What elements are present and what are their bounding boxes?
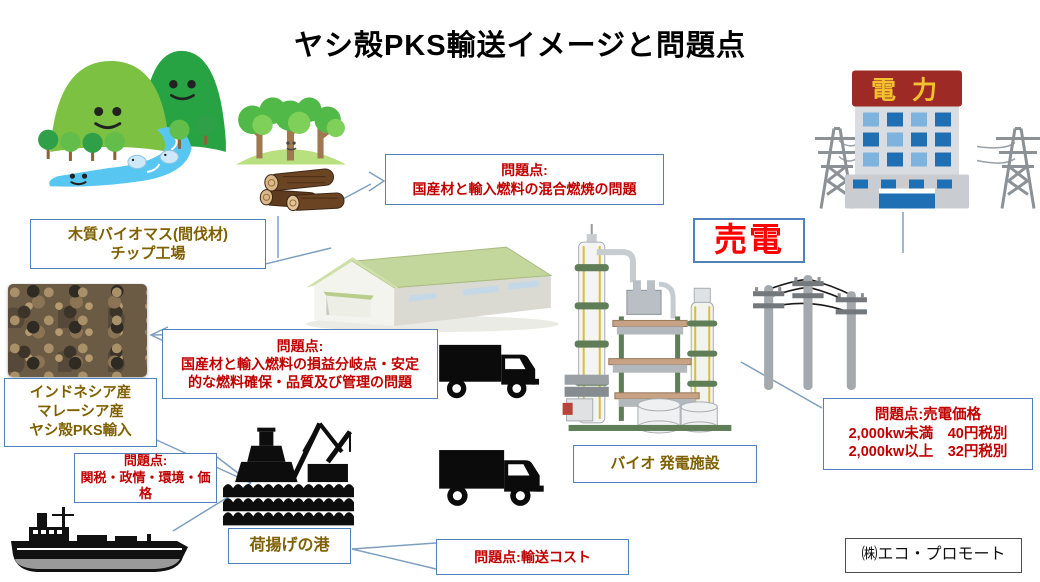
problem-line: 問題点:輸送コスト	[474, 548, 591, 565]
warehouse-icon	[306, 246, 559, 333]
label-bio-plant: バイオ 発電施設	[573, 445, 757, 483]
cargo-ship-icon	[11, 507, 188, 572]
ship-illustration	[6, 501, 193, 579]
truck-icon	[437, 446, 554, 513]
problem-box-transport-cost: 問題点:輸送コスト	[436, 539, 629, 575]
problem-line: 問題点:	[276, 337, 324, 354]
problem-line: 問題点:	[123, 452, 168, 468]
truck-1-illustration	[437, 341, 549, 405]
truck-icon	[437, 341, 549, 405]
page-title: ヤシ殻PKS輸送イメージと問題点	[293, 30, 747, 62]
problem-box-customs: 問題点: 関税・政情・環境・価格	[74, 453, 217, 503]
label-line: チップ工場	[110, 245, 186, 262]
label-line: ヤシ殻PKS輸入	[29, 422, 132, 439]
problem-box-mixed-combustion: 問題点: 国産材と輸入燃料の混合燃焼の問題	[385, 154, 664, 205]
mountains-river-illustration	[28, 28, 240, 196]
label-line: マレーシア産	[37, 404, 124, 421]
port-illustration	[223, 417, 354, 527]
bio-power-plant-illustration	[562, 224, 739, 440]
logs-icon	[259, 168, 345, 212]
utility-pole-icon	[753, 275, 867, 390]
problem-line: 的な燃料確保・品質及び管理の問題	[188, 374, 412, 391]
label-port: 荷揚げの港	[228, 528, 351, 564]
power-plant-icon	[562, 224, 732, 434]
port-crane-icon	[223, 422, 354, 526]
problem-line: 国産材と輸入燃料の損益分岐点・安定	[181, 355, 419, 372]
problem-line: 問題点:	[501, 162, 548, 179]
power-sign-text: 電力	[871, 77, 953, 105]
forest-illustration	[232, 97, 349, 169]
problem-line: 問題点:売電価格	[874, 406, 982, 423]
logs-illustration	[250, 166, 347, 220]
problem-box-sell-price: 問題点:売電価格 2,000kw未満 40円税別 2,000kw以上 32円税別	[823, 398, 1033, 470]
label-pks-import: インドネシア産 マレーシア産 ヤシ殻PKS輸入	[4, 378, 157, 447]
label-line: 売電	[714, 221, 784, 259]
label-line: 荷揚げの港	[249, 536, 330, 554]
truck-2-illustration	[437, 446, 554, 513]
problem-box-fuel-supply: 問題点: 国産材と輸入燃料の損益分岐点・安定 的な燃料確保・品質及び管理の問題	[162, 329, 438, 399]
pks-shells-photo	[8, 284, 147, 377]
power-company-building-icon: 電力	[815, 70, 1040, 210]
problem-line: 関税・政情・環境・価格	[80, 469, 211, 502]
problem-line: 2,000kw以上 32円税別	[848, 444, 1008, 461]
forest-icon	[236, 97, 346, 165]
label-line: インドネシア産	[29, 385, 132, 402]
company-name-box: ㈱エコ・プロモート	[845, 538, 1022, 573]
tree-icons	[38, 115, 216, 161]
label-line: 木質バイオマス(間伐材)	[68, 225, 228, 243]
warehouse-illustration	[296, 226, 564, 334]
label-line: バイオ 発電施設	[610, 455, 720, 473]
problem-line: 2,000kw未満 40円税別	[848, 425, 1008, 442]
label-sell-power: 売電	[693, 218, 805, 263]
mountain-icon	[38, 50, 226, 187]
label-chip-factory: 木質バイオマス(間伐材) チップ工場	[30, 219, 266, 269]
problem-line: 国産材と輸入燃料の混合燃焼の問題	[412, 180, 637, 197]
company-name: ㈱エコ・プロモート	[861, 546, 1006, 564]
power-company-illustration: 電力	[815, 66, 1040, 214]
utility-poles-illustration	[751, 267, 872, 393]
